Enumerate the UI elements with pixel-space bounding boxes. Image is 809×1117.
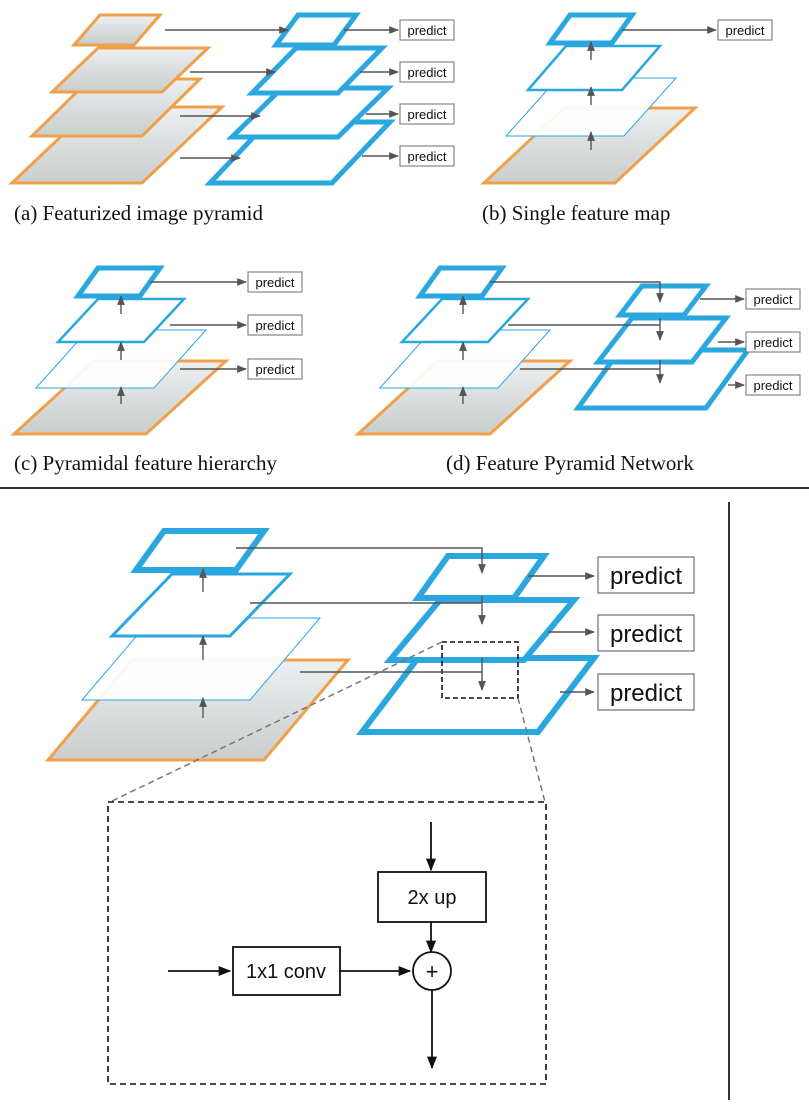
feature-layer-1 xyxy=(504,77,678,137)
panel-b: predict (b) Single feature map xyxy=(480,12,773,225)
caption-a: (a) Featurized image pyramid xyxy=(14,201,263,225)
feature-layer-2 xyxy=(55,297,187,344)
zoom-line-left xyxy=(109,641,443,803)
panel-c: predict predict predict (c) Pyramidal fe… xyxy=(10,265,303,475)
feature-layer-top xyxy=(73,265,165,299)
top-down-layer-1 xyxy=(614,283,712,318)
predict-label: predict xyxy=(255,275,294,290)
top-down-layer-3 xyxy=(355,655,601,735)
predict-box xyxy=(399,19,455,41)
predict-label: predict xyxy=(407,23,446,38)
upsample-label: 2x up xyxy=(408,887,457,909)
predict-label: predict xyxy=(753,378,792,393)
lateral-conv-box xyxy=(232,946,341,996)
lateral-conv-label: 1x1 conv xyxy=(246,961,326,983)
bottom-up-layer-1 xyxy=(378,329,552,389)
panel-a: predict predict predict predict (a) Feat… xyxy=(8,12,455,225)
bottom-up-layer-2 xyxy=(108,572,294,638)
predict-label: predict xyxy=(407,149,446,164)
merge-symbol: + xyxy=(426,959,439,984)
caption-c: (c) Pyramidal feature hierarchy xyxy=(14,451,277,475)
top-down-layer-2 xyxy=(383,597,581,663)
predict-label: predict xyxy=(753,292,792,307)
top-down-layer-1 xyxy=(412,553,550,601)
predict-box xyxy=(597,556,695,594)
predict-label: predict xyxy=(610,621,682,648)
caption-b: (b) Single feature map xyxy=(482,201,670,225)
image-level-4 xyxy=(70,13,164,47)
predict-box xyxy=(399,61,455,83)
bottom-up-layer-top xyxy=(130,528,270,573)
zoom-line-right xyxy=(517,697,546,803)
predict-box xyxy=(745,374,801,396)
predict-label: predict xyxy=(255,362,294,377)
predict-box xyxy=(717,19,773,41)
panel-d: predict predict predict (d) Feature Pyra… xyxy=(354,265,801,475)
predict-box xyxy=(247,271,303,293)
predict-label: predict xyxy=(407,65,446,80)
predict-box xyxy=(597,614,695,652)
bottom-up-layer-top xyxy=(415,265,507,299)
image-level-3 xyxy=(48,46,212,94)
upsample-box xyxy=(377,871,487,923)
predict-label: predict xyxy=(407,107,446,122)
caption-d: (d) Feature Pyramid Network xyxy=(446,451,694,475)
predict-label: predict xyxy=(725,23,764,38)
predict-box xyxy=(597,673,695,711)
predict-label: predict xyxy=(610,563,682,590)
predict-label: predict xyxy=(753,335,792,350)
predict-box xyxy=(745,288,801,310)
zoom-detail-box xyxy=(107,801,547,1085)
bottom-up-layer-1 xyxy=(80,617,322,701)
predict-box xyxy=(399,103,455,125)
predict-box xyxy=(247,314,303,336)
predict-label: predict xyxy=(255,318,294,333)
feature-layer-top xyxy=(545,12,637,46)
predict-box xyxy=(399,145,455,167)
feature-map-3 xyxy=(246,45,388,96)
highlight-box xyxy=(441,641,519,699)
feature-map-2 xyxy=(225,85,395,140)
feature-map-4 xyxy=(271,12,361,48)
predict-box xyxy=(745,331,801,353)
fpn-detail-panel: predict predict predict 2x up 1x1 conv + xyxy=(44,502,730,1100)
predict-label: predict xyxy=(610,680,682,707)
predict-box xyxy=(247,358,303,380)
